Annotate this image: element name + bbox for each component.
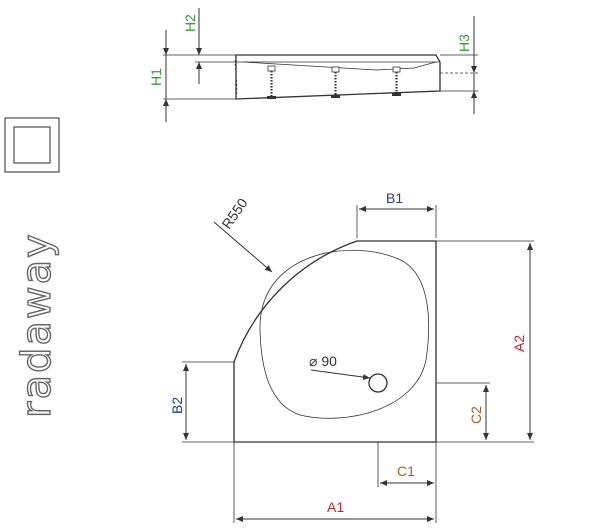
dimension-b1: B1 xyxy=(359,190,434,212)
label-c2: C2 xyxy=(468,406,484,424)
label-b2: B2 xyxy=(169,397,185,414)
label-b1: B1 xyxy=(386,190,403,206)
tray-leg xyxy=(267,65,276,99)
dimension-c2: C2 xyxy=(468,385,489,440)
basin-ellipse xyxy=(259,249,430,419)
dimension-a1: A1 xyxy=(236,499,434,522)
tray-leg xyxy=(392,66,401,96)
tray-side-outline xyxy=(234,54,441,100)
side-view: H1 H2 H3 xyxy=(148,8,478,122)
dimension-h1: H1 xyxy=(148,30,169,122)
dimension-radius: R550 xyxy=(213,195,273,273)
brand-name: radaway xyxy=(14,232,60,418)
top-view: B1 B2 A1 A2 C1 C2 R550 xyxy=(169,190,534,523)
logo-square-icon xyxy=(4,117,60,173)
dimension-drain: ⌀ 90 xyxy=(309,353,371,381)
tray-top-outline xyxy=(233,240,437,443)
dimension-b2: B2 xyxy=(169,364,189,440)
label-h3: H3 xyxy=(456,34,472,52)
label-h1: H1 xyxy=(148,68,164,86)
dimension-a2: A2 xyxy=(511,243,533,440)
tray-leg xyxy=(331,66,340,98)
label-radius: R550 xyxy=(218,195,250,232)
label-c1: C1 xyxy=(397,463,415,479)
label-a1: A1 xyxy=(327,499,344,515)
label-h2: H2 xyxy=(182,14,198,32)
dimension-c1: C1 xyxy=(380,463,434,486)
brand-logo: radaway xyxy=(4,117,61,419)
dimension-h3: H3 xyxy=(456,16,477,114)
label-drain: ⌀ 90 xyxy=(309,353,337,369)
drain-hole xyxy=(368,373,388,393)
dimension-h2: H2 xyxy=(182,8,202,84)
label-a2: A2 xyxy=(511,335,527,352)
tray-legs xyxy=(267,65,401,99)
